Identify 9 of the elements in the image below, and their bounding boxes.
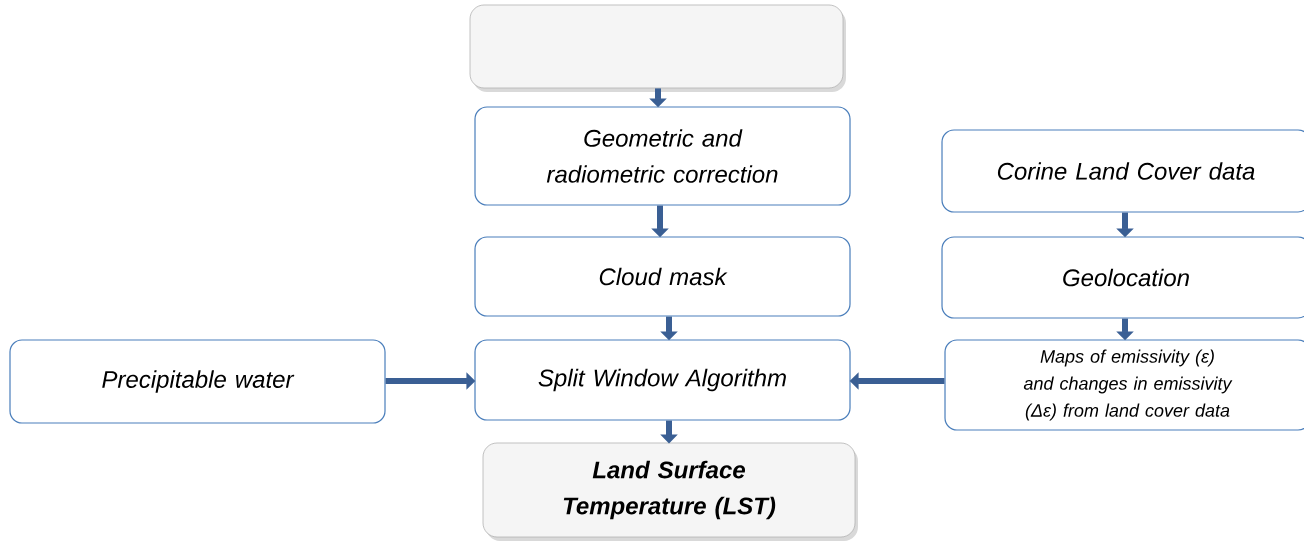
result-box: Land Surface Temperature (LST): [482, 442, 856, 538]
process-box: Maps of emissivity (ε) and changes in emissivity (Δε) from land cover data: [944, 339, 1304, 431]
process-box: Cloud mask: [474, 236, 851, 317]
process-box: Geometric and radiometric correction: [474, 106, 851, 206]
empty-box: [469, 4, 844, 89]
process-box: Corine Land Cover data: [941, 129, 1304, 213]
process-box: Precipitable water: [9, 339, 386, 424]
process-box: Split Window Algorithm: [474, 339, 851, 421]
process-box: Geolocation: [941, 236, 1304, 319]
